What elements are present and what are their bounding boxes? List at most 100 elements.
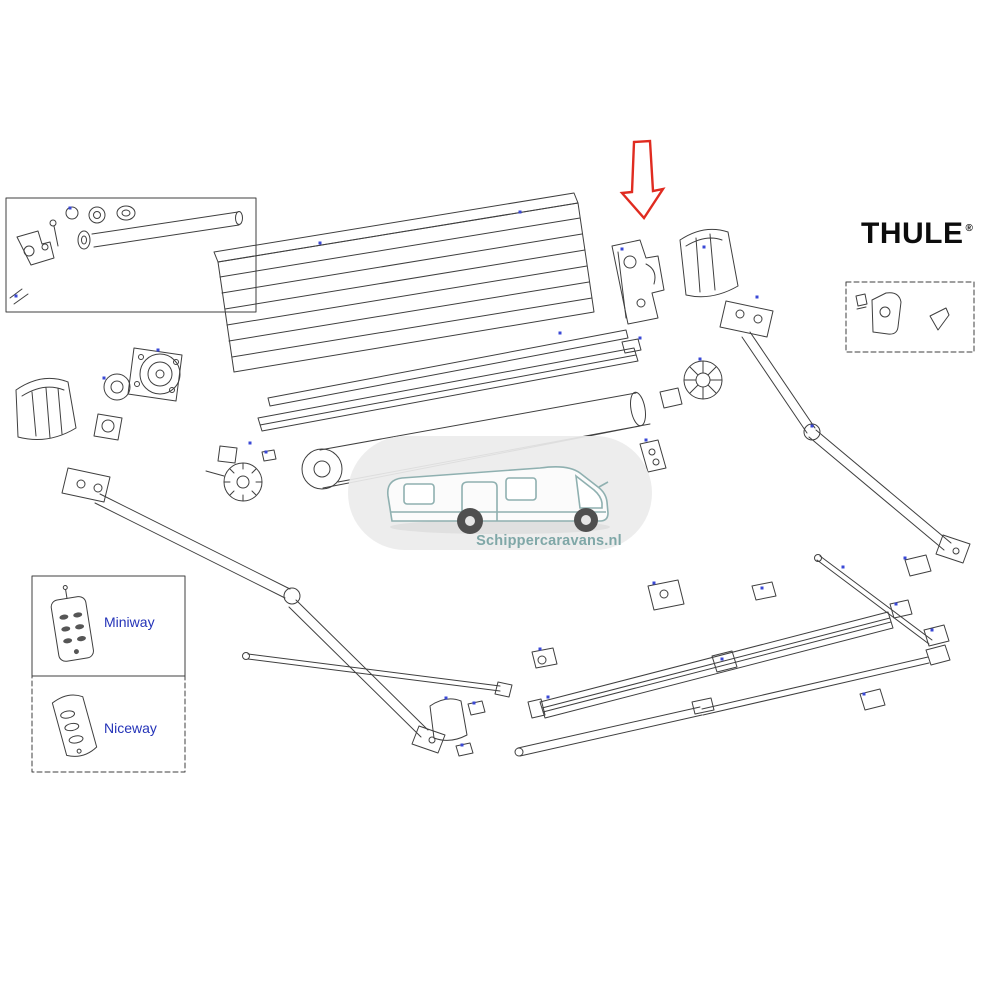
rail-outline (539, 611, 894, 719)
left-end-cover-drawing (15, 377, 77, 440)
arm-foot-bracket (411, 725, 446, 754)
right-end-cover-drawing (679, 228, 739, 298)
hatch-marks (9, 288, 29, 305)
cover-detail-lines (21, 386, 65, 439)
arm-lower-segment (288, 599, 429, 738)
lead-rail (257, 347, 639, 432)
gear-clip (261, 449, 277, 462)
side-gear (103, 373, 131, 401)
arm-top-bracket (719, 300, 774, 338)
remote-body (50, 596, 94, 662)
right-support-rod-drawing (814, 554, 933, 645)
niceway-remote-drawing (51, 694, 98, 757)
gear-bracket (217, 445, 238, 464)
tension-rafter-drawing (514, 644, 951, 757)
thule-logo: THULE® (861, 219, 973, 249)
small-cap-parts (65, 206, 106, 224)
upper-strip (267, 329, 629, 407)
roller-right-end (630, 391, 646, 427)
arm-lower-segment (808, 429, 952, 551)
rod-pivot (814, 554, 822, 562)
callout-arrow (619, 139, 666, 220)
caravan-hub-front (581, 515, 591, 525)
motor-plate (127, 347, 183, 402)
motor-discs (139, 353, 181, 395)
bracket-holes (23, 243, 49, 257)
bracket-part (16, 230, 55, 266)
cover-detail-lines (685, 233, 723, 293)
end-cap-part (116, 205, 136, 221)
miniway-remote-drawing (50, 585, 94, 662)
knob-spokes (683, 360, 723, 400)
arm-top-bracket (61, 467, 111, 503)
cassette-lid-drawing (213, 192, 595, 373)
cover-shell (679, 228, 739, 298)
caravan-windshield (574, 474, 603, 509)
bushing-part (77, 230, 91, 250)
gear-spokes (223, 462, 263, 502)
caravan-mirror (598, 481, 609, 488)
rafter-end-bracket (925, 644, 951, 666)
arm-upper-segment (741, 331, 816, 434)
hardware-kit-box (845, 281, 975, 353)
mid-coupler (691, 697, 715, 715)
kit-angle-piece (855, 293, 868, 310)
label-niceway: Niceway (104, 720, 157, 736)
lower-bracket (93, 413, 123, 441)
rail-left-cap (527, 698, 546, 719)
caravan-door (461, 481, 498, 521)
motor-bolts (134, 354, 179, 393)
caravan-hub-rear (465, 516, 475, 526)
kit-wedge (929, 307, 950, 331)
roller-gear-drawing (205, 445, 277, 502)
arm-foot-bracket (935, 534, 971, 564)
legend-box-bottom (31, 675, 186, 773)
support-rod (816, 555, 933, 645)
clip-e (467, 700, 486, 716)
brand-name: THULE (861, 217, 964, 250)
small-cover (429, 698, 468, 741)
rail-bracket-d (711, 650, 738, 673)
remote-legend-box (31, 575, 186, 773)
bracket-detail (617, 251, 656, 319)
rail-bracket-a (647, 579, 685, 611)
gear-axle (205, 470, 225, 477)
remote-buttons (60, 710, 84, 754)
bracket-outline (611, 239, 665, 325)
mounting-bracket-highlight-drawing (611, 239, 665, 325)
clip-under-lid (621, 338, 642, 354)
remote-body (51, 694, 98, 757)
watermark-text: Schippercaravans.nl (476, 533, 622, 549)
rod-end-bracket (494, 681, 513, 698)
bracket-j (859, 688, 886, 711)
rolled-fabric-end (301, 448, 343, 490)
gear-motor-drawing (93, 347, 183, 441)
part-markers (14, 206, 934, 747)
lid-outline (217, 202, 595, 373)
bracket-holes (623, 255, 646, 308)
tube-end (235, 211, 243, 225)
caravan-window-rear (403, 483, 435, 505)
red-arrow-icon (619, 139, 666, 220)
arm-elbow-joint (283, 587, 301, 605)
left-support-rod-drawing (242, 652, 513, 698)
roller-end-cap (659, 387, 683, 409)
inset-border (5, 197, 257, 313)
watermark-badge (348, 436, 652, 550)
misc-small-parts (429, 338, 950, 757)
bracket-i (923, 624, 950, 647)
roller-end-bracket (639, 439, 667, 473)
caravan-window-cab (505, 477, 537, 501)
caravan-body (386, 466, 609, 522)
rafter-hook (514, 747, 524, 757)
registered-trademark-icon: ® (965, 223, 974, 234)
caravan-shadow (390, 520, 610, 534)
rail-bracket-b (751, 581, 777, 601)
kit-bracket (871, 292, 902, 335)
label-miniway: Miniway (104, 614, 155, 630)
detail-inset-box (5, 197, 257, 313)
front-profile-drawing (257, 329, 639, 432)
lid-rib-lines (219, 217, 593, 358)
